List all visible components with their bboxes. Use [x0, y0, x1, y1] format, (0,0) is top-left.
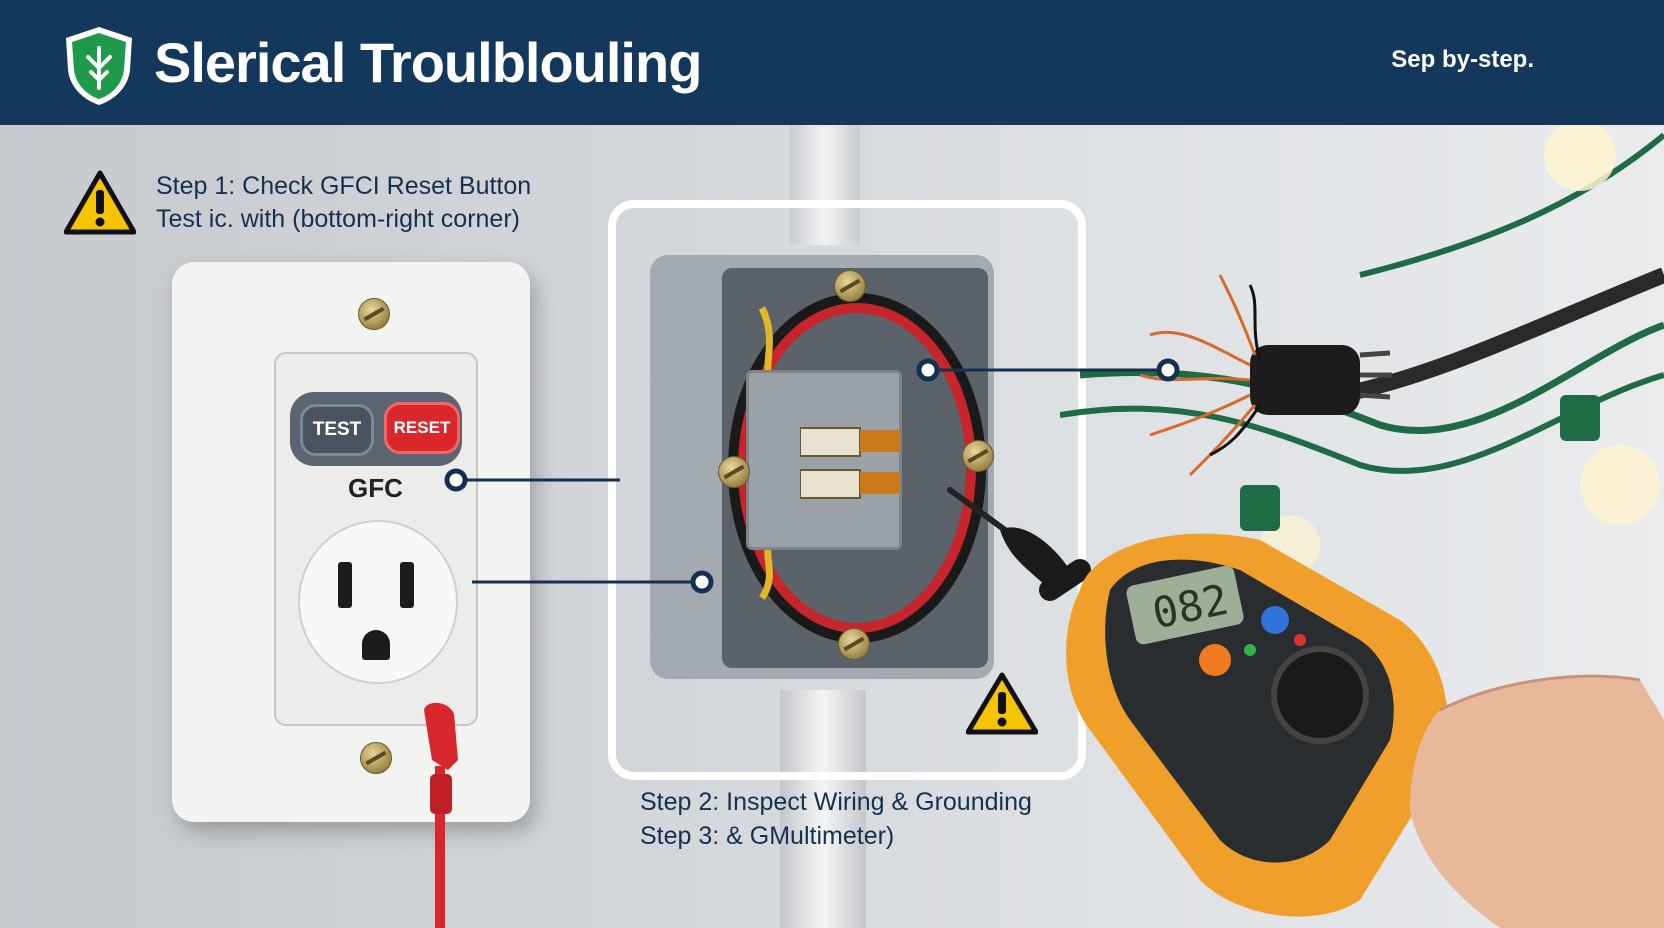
red-test-lead: [424, 702, 458, 928]
jbox-screw-right: [962, 440, 994, 472]
page-title: Slerical Troulblouling: [154, 31, 702, 94]
gfci-reset-button[interactable]: RESET: [384, 402, 460, 454]
receptacle-ground-hole: [362, 630, 390, 660]
gfci-brand-label: GFC: [348, 473, 403, 503]
string-lights-and-cable: [1060, 125, 1664, 575]
inspection-frame: [608, 200, 1086, 780]
conduit-bottom: [780, 690, 866, 928]
multimeter: 082: [947, 487, 1664, 928]
header-bar: [0, 0, 1664, 125]
jbox-screw-top: [834, 270, 866, 302]
wire-terminals: [800, 427, 900, 499]
plate-screw-bottom: [360, 742, 392, 774]
step1-subtitle: Test ic. with (bottom-right corner): [156, 205, 520, 233]
step3-title: Step 3: & GMultimeter): [640, 822, 895, 850]
wire-connector-block: [746, 370, 902, 550]
step2-title: Step 2: Inspect Wiring & Grounding: [640, 788, 1032, 816]
plate-screw-top: [358, 298, 390, 330]
conduit-top: [790, 125, 860, 245]
shield-leaf-icon: [66, 27, 132, 105]
gfci-test-button[interactable]: TEST: [300, 404, 374, 456]
receptacle-slot-right: [400, 562, 414, 608]
header-tagline: Sep by-step.: [1391, 46, 1534, 73]
step1-title: Step 1: Check GFCI Reset Button: [156, 172, 532, 200]
jbox-screw-left: [718, 456, 750, 488]
warning-icon: [64, 170, 136, 235]
jbox-screw-bottom: [838, 628, 870, 660]
receptacle-slot-left: [338, 562, 352, 608]
warning-icon: [966, 672, 1038, 735]
